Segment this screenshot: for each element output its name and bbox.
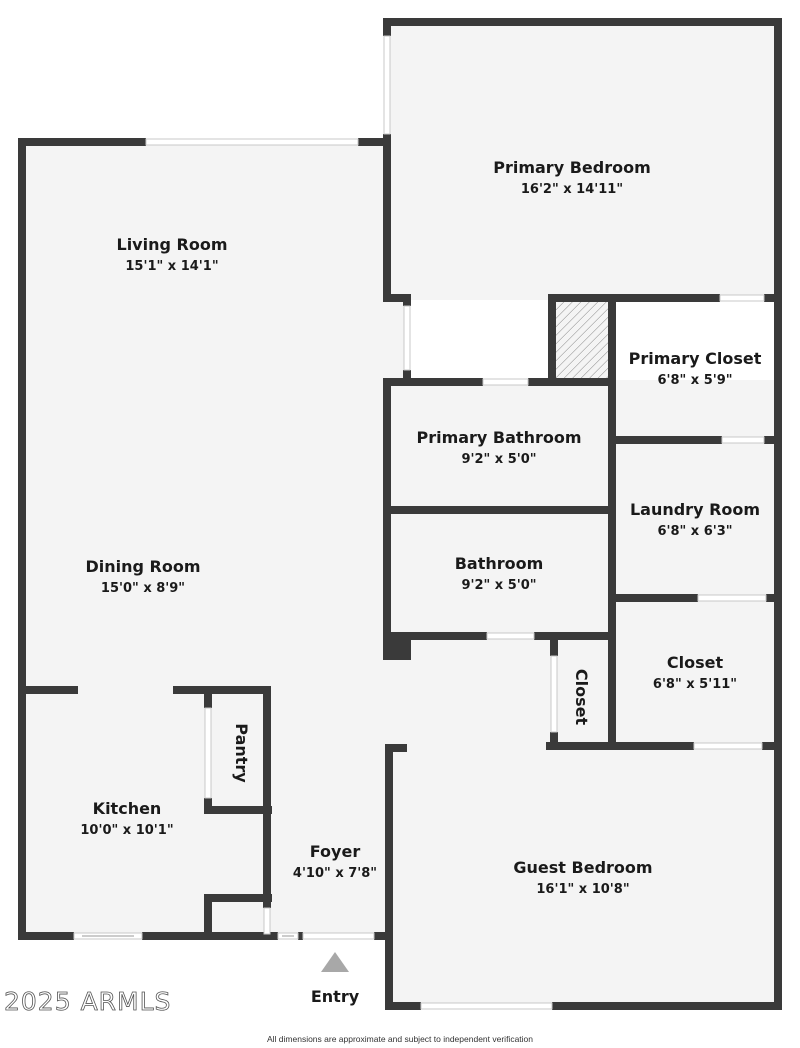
room-bathroom: Bathroom 9'2" x 5'0" <box>455 554 544 593</box>
room-name: Closet <box>667 653 724 672</box>
room-name: Kitchen <box>93 799 162 818</box>
room-hall-closet: Closet <box>572 669 591 726</box>
room-dimensions: 6'8" x 5'9" <box>657 373 732 388</box>
room-name: Primary Closet <box>629 349 762 368</box>
room-pantry: Pantry <box>232 723 251 783</box>
room-name: Primary Bedroom <box>493 158 651 177</box>
room-dimensions: 6'8" x 5'11" <box>653 677 737 692</box>
room-name: Foyer <box>310 842 361 861</box>
room-name: Primary Bathroom <box>416 428 581 447</box>
room-name: Closet <box>572 669 591 726</box>
walls <box>18 18 782 1010</box>
room-primary-closet: Primary Closet 6'8" x 5'9" <box>629 349 762 388</box>
watermark: 2025 ARMLS <box>4 987 171 1016</box>
room-dimensions: 15'1" x 14'1" <box>125 259 218 274</box>
room-dimensions: 9'2" x 5'0" <box>461 452 536 467</box>
chase-hatch <box>556 300 608 380</box>
room-living-room: Living Room 15'1" x 14'1" <box>117 235 228 274</box>
room-name: Bathroom <box>455 554 544 573</box>
disclaimer: All dimensions are approximate and subje… <box>267 1034 533 1044</box>
room-laundry-room: Laundry Room 6'8" x 6'3" <box>630 500 760 539</box>
room-closet: Closet 6'8" x 5'11" <box>653 653 737 692</box>
room-guest-bedroom: Guest Bedroom 16'1" x 10'8" <box>513 858 652 897</box>
room-dimensions: 4'10" x 7'8" <box>293 866 377 881</box>
room-dimensions: 16'2" x 14'11" <box>521 182 623 197</box>
openings <box>73 35 767 1010</box>
floor-areas <box>24 24 774 1004</box>
room-dimensions: 9'2" x 5'0" <box>461 578 536 593</box>
room-foyer: Foyer 4'10" x 7'8" <box>293 842 377 881</box>
room-dimensions: 15'0" x 8'9" <box>101 581 185 596</box>
room-name: Laundry Room <box>630 500 760 519</box>
room-dimensions: 10'0" x 10'1" <box>80 823 173 838</box>
room-dimensions: 16'1" x 10'8" <box>536 882 629 897</box>
room-dining-room: Dining Room 15'0" x 8'9" <box>85 557 200 596</box>
room-name: Living Room <box>117 235 228 254</box>
room-primary-bedroom: Primary Bedroom 16'2" x 14'11" <box>493 158 651 197</box>
room-name: Dining Room <box>85 557 200 576</box>
room-kitchen: Kitchen 10'0" x 10'1" <box>80 799 173 838</box>
triangle-up-arrow-icon <box>321 952 349 972</box>
room-name: Pantry <box>232 723 251 783</box>
room-dimensions: 6'8" x 6'3" <box>657 524 732 539</box>
room-primary-bathroom: Primary Bathroom 9'2" x 5'0" <box>416 428 581 467</box>
entry-label: Entry <box>311 987 360 1006</box>
room-name: Guest Bedroom <box>513 858 652 877</box>
